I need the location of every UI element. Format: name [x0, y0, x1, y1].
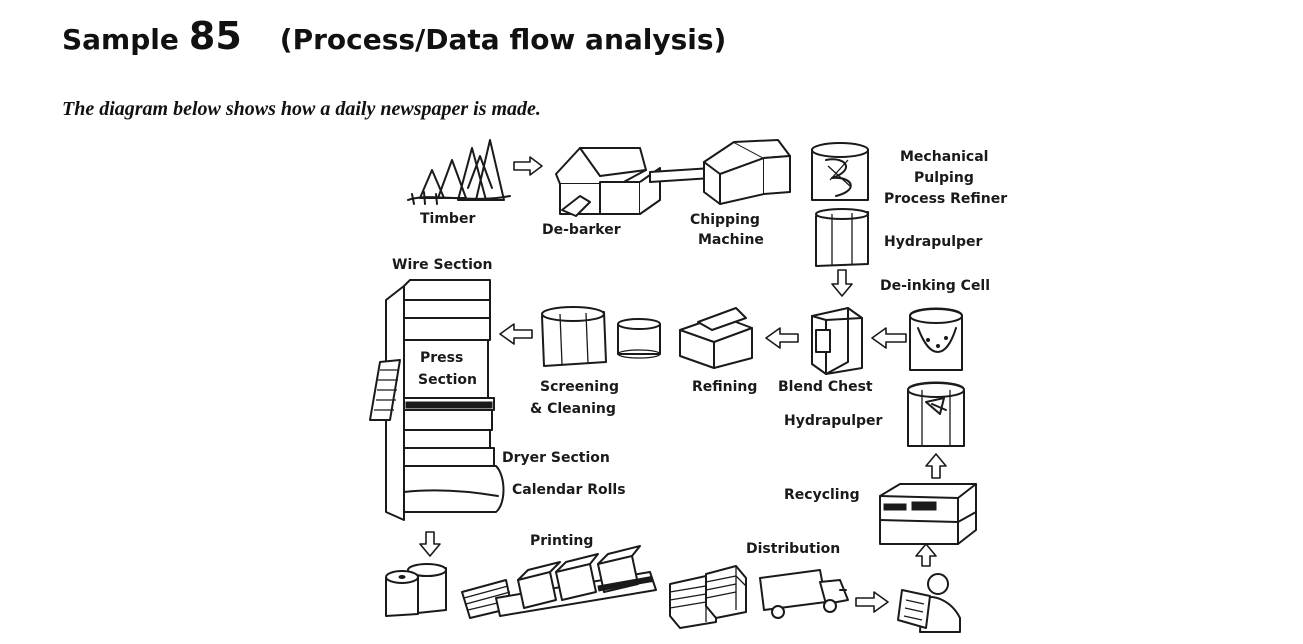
chipping-label-1: Chipping	[690, 212, 760, 228]
page-title: Sample 85 (Process/Data flow analysis)	[62, 14, 726, 58]
refiner-label-3: Process Refiner	[884, 191, 1007, 207]
deinking-label: De-inking Cell	[880, 278, 990, 294]
arrow-reader-recycling	[915, 543, 937, 567]
newspaper-reader-icon	[897, 573, 961, 633]
calendar-rolls-label: Calendar Rolls	[512, 482, 626, 498]
recycling-machine-icon	[879, 483, 977, 545]
blend-chest-label: Blend Chest	[778, 379, 873, 395]
debarker-label: De-barker	[542, 222, 621, 238]
newspaper-stacks-icon	[669, 565, 747, 629]
hydrapulper-bottom-icon	[907, 381, 965, 447]
intro-text: The diagram below shows how a daily news…	[62, 98, 541, 120]
blend-chest-icon	[811, 307, 863, 375]
chipping-label-2: Machine	[698, 232, 764, 248]
refining-label: Refining	[692, 379, 757, 395]
title-word: Sample	[62, 23, 179, 56]
hydrapulper-bottom-label: Hydrapulper	[784, 413, 883, 429]
arrow-hydrapulper-blend	[831, 269, 853, 297]
press-label-2: Section	[418, 372, 477, 388]
arrow-distribution-reader	[855, 591, 889, 613]
delivery-truck-icon	[759, 569, 849, 619]
title-subtitle: (Process/Data flow analysis)	[279, 23, 727, 56]
screening-label-1: Screening	[540, 379, 619, 395]
arrow-deinking-blend	[871, 327, 907, 349]
chipping-machine-icon	[703, 139, 791, 205]
timber-label: Timber	[420, 211, 475, 227]
refining-machine-icon	[679, 307, 753, 369]
hydrapulper-top-label: Hydrapulper	[884, 234, 983, 250]
sample-number: 85	[188, 14, 242, 58]
distribution-label: Distribution	[746, 541, 840, 557]
debarker-machine-icon	[555, 147, 661, 217]
refiner-label-1: Mechanical	[900, 149, 988, 165]
arrow-timber-debarker	[513, 156, 543, 176]
refiner-tank-icon	[811, 142, 869, 201]
arrow-blend-refining	[765, 327, 799, 349]
dryer-section-label: Dryer Section	[502, 450, 610, 466]
press-label-1: Press	[420, 350, 463, 366]
printing-label: Printing	[530, 533, 593, 549]
screening-tank-icon	[541, 306, 607, 367]
paper-rolls-icon	[385, 563, 447, 617]
timber-trees-icon	[407, 139, 511, 205]
arrow-screening-wire	[499, 323, 533, 345]
deinking-cell-icon	[909, 307, 963, 371]
printing-press-icon	[461, 545, 657, 619]
arrow-recycling-hydrapulper	[925, 453, 947, 479]
wire-section-label: Wire Section	[392, 257, 492, 273]
arrow-calendar-rolls	[419, 531, 441, 557]
screening-label-2: & Cleaning	[530, 401, 616, 417]
recycling-label: Recycling	[784, 487, 860, 503]
hydrapulper-top-icon	[815, 208, 869, 267]
small-tank-icon	[617, 318, 661, 359]
paper-machine-icon	[369, 279, 505, 521]
refiner-label-2: Pulping	[914, 170, 974, 186]
